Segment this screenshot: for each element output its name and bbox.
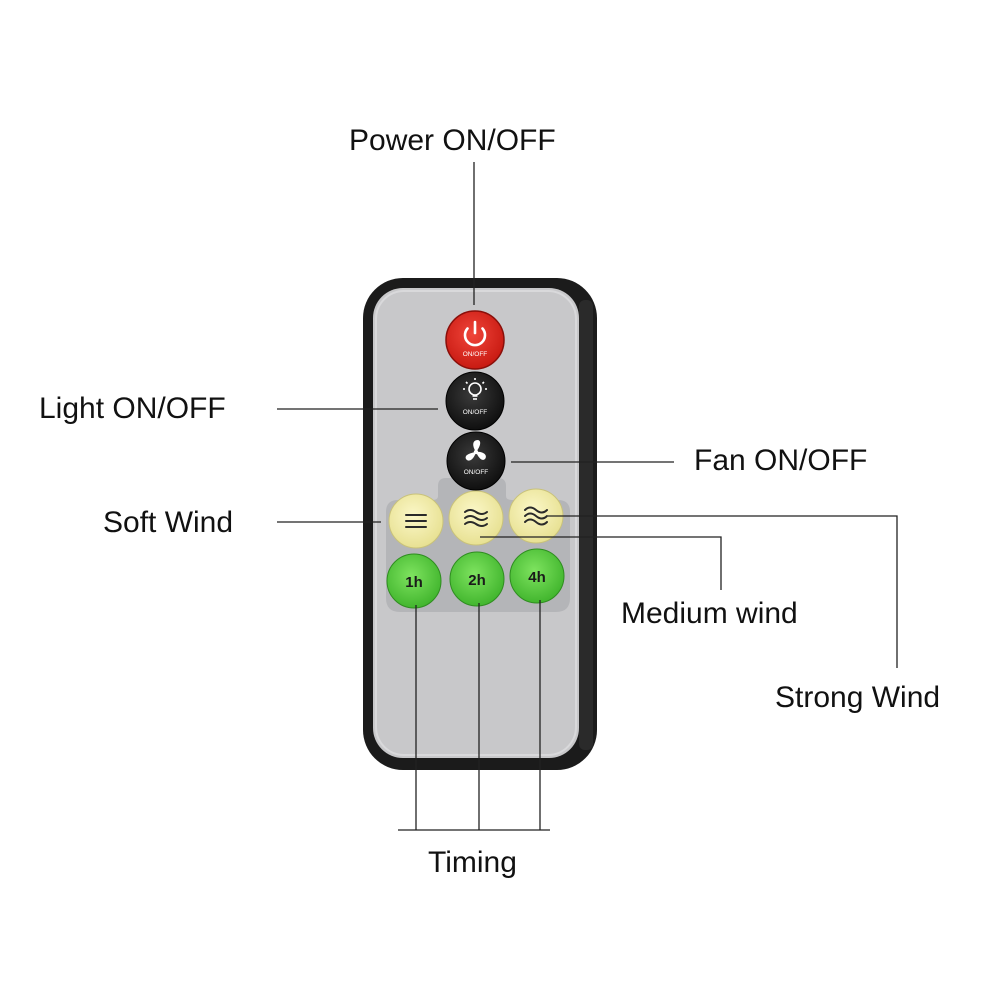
timing-label: Timing (428, 846, 517, 879)
three-lines-icon (405, 514, 427, 528)
timer-2h-text: 2h (468, 572, 486, 589)
medium-wind-label: Medium wind (621, 597, 798, 630)
leader-lines (277, 162, 898, 831)
timer-2h-button[interactable]: 2h (449, 551, 505, 607)
wave-lines-icon (524, 506, 548, 526)
timer-1h-text: 1h (405, 574, 423, 591)
power-icon (463, 320, 487, 347)
fan-label: Fan ON/OFF (694, 444, 868, 477)
soft-wind-label: Soft Wind (103, 506, 234, 539)
medium-wind-button[interactable] (448, 490, 504, 546)
timer-1h-button[interactable]: 1h (386, 553, 442, 609)
wave-lines-icon (464, 509, 488, 527)
medium-wind-leader (480, 536, 722, 590)
light-button-text: ON/OFF (463, 409, 488, 416)
soft-wind-button[interactable] (388, 493, 444, 549)
bulb-icon (463, 378, 487, 400)
fan-icon (465, 440, 486, 461)
power-button-text: ON/OFF (463, 351, 488, 358)
fan-button[interactable]: ON/OFF (446, 431, 506, 491)
light-label: Light ON/OFF (39, 392, 226, 425)
strong-wind-label: Strong Wind (775, 681, 941, 714)
timer-4h-button[interactable]: 4h (509, 548, 565, 604)
light-button[interactable]: ON/OFF (445, 371, 505, 431)
timer-4h-text: 4h (528, 569, 546, 586)
fan-button-text: ON/OFF (464, 469, 489, 476)
power-button[interactable]: ON/OFF (445, 310, 505, 370)
strong-wind-leader (548, 515, 898, 668)
power-label: Power ON/OFF (349, 124, 556, 157)
